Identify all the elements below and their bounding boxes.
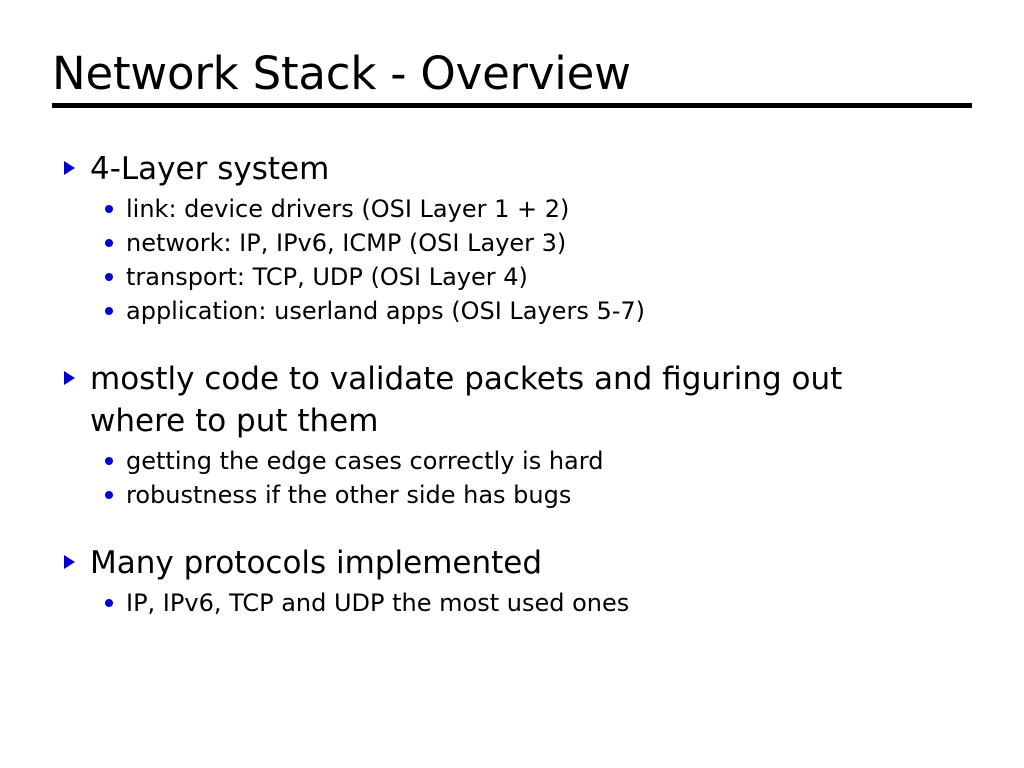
bullet-level2-label: network: IP, IPv6, ICMP (OSI Layer 3) <box>126 229 567 257</box>
bullet-level2: link: device drivers (OSI Layer 1 + 2) <box>105 192 984 226</box>
bullet-level2-label: link: device drivers (OSI Layer 1 + 2) <box>126 195 570 223</box>
bullet-level1-label: 4-Layer system <box>90 151 330 187</box>
blue-dot-bullet-icon <box>105 226 126 247</box>
page-title: Network Stack - Overview <box>52 47 631 100</box>
bullet-level2: IP, IPv6, TCP and UDP the most used ones <box>105 586 984 620</box>
blue-triangle-bullet-icon <box>64 542 90 569</box>
slide-body: 4-Layer system link: device drivers (OSI… <box>64 148 984 620</box>
blue-dot-bullet-icon <box>105 586 126 607</box>
bullet-level1-label: mostly code to validate packets and figu… <box>90 361 843 439</box>
sub-bullet-list: link: device drivers (OSI Layer 1 + 2) n… <box>64 192 984 328</box>
bullet-level2: application: userland apps (OSI Layers 5… <box>105 294 984 328</box>
blue-dot-bullet-icon <box>105 478 126 499</box>
bullet-level1: Many protocols implemented <box>64 542 984 584</box>
blue-triangle-bullet-icon <box>64 148 90 175</box>
blue-dot-bullet-icon <box>105 294 126 315</box>
title-underline-rule <box>52 103 972 108</box>
bullet-level1: mostly code to validate packets and figu… <box>64 358 984 442</box>
bullet-level2-label: getting the edge cases correctly is hard <box>126 447 604 475</box>
blue-dot-bullet-icon <box>105 260 126 281</box>
bullet-group: 4-Layer system link: device drivers (OSI… <box>64 148 984 328</box>
blue-triangle-bullet-icon <box>64 358 90 385</box>
bullet-level1-label: Many protocols implemented <box>90 545 543 581</box>
bullet-level2: network: IP, IPv6, ICMP (OSI Layer 3) <box>105 226 984 260</box>
bullet-level2: robustness if the other side has bugs <box>105 478 984 512</box>
bullet-level2: transport: TCP, UDP (OSI Layer 4) <box>105 260 984 294</box>
blue-dot-bullet-icon <box>105 192 126 213</box>
bullet-level2: getting the edge cases correctly is hard <box>105 444 984 478</box>
blue-dot-bullet-icon <box>105 444 126 465</box>
bullet-level2-label: robustness if the other side has bugs <box>126 481 572 509</box>
sub-bullet-list: getting the edge cases correctly is hard… <box>64 444 984 512</box>
slide-title-block: Network Stack - Overview <box>52 48 972 108</box>
sub-bullet-list: IP, IPv6, TCP and UDP the most used ones <box>64 586 984 620</box>
bullet-group: Many protocols implemented IP, IPv6, TCP… <box>64 542 984 620</box>
bullet-level2-label: transport: TCP, UDP (OSI Layer 4) <box>126 263 528 291</box>
bullet-level2-label: IP, IPv6, TCP and UDP the most used ones <box>126 589 630 617</box>
bullet-group: mostly code to validate packets and figu… <box>64 358 984 512</box>
bullet-level1: 4-Layer system <box>64 148 984 190</box>
bullet-level2-label: application: userland apps (OSI Layers 5… <box>126 297 646 325</box>
